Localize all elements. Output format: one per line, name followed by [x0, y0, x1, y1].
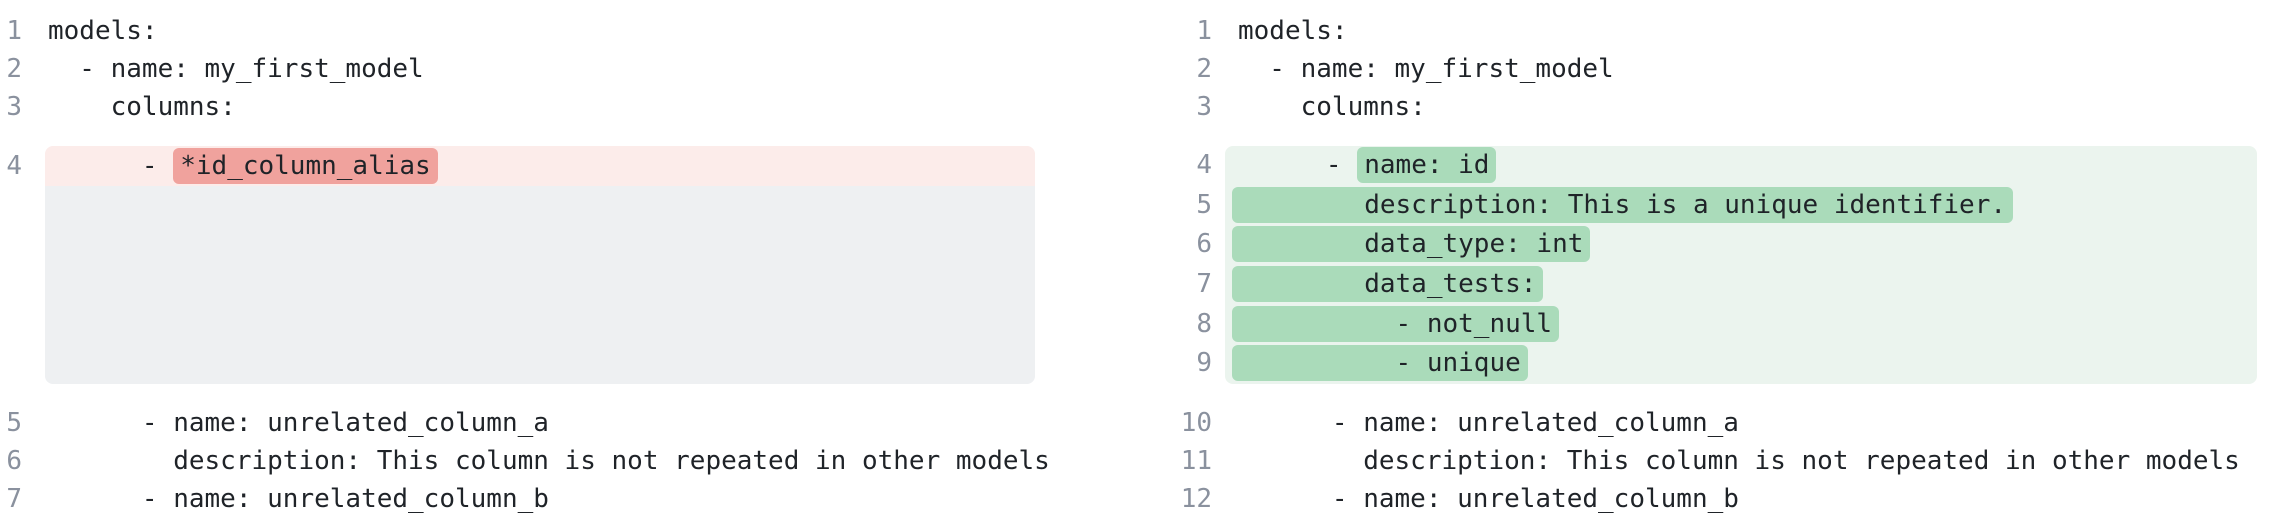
- added-line: 7 data_tests:: [1150, 264, 2278, 305]
- line-number: 11: [1180, 445, 1212, 476]
- code-line: 7 - name: unrelated_column_b: [0, 480, 1139, 518]
- code-line: 10 - name: unrelated_column_a: [1150, 404, 2278, 442]
- line-number: 4: [1196, 150, 1212, 180]
- code-line: 3 columns:: [1150, 88, 2278, 126]
- line-number: 7: [1196, 268, 1212, 299]
- collapsed-lines-spacer: [0, 186, 1139, 384]
- removed-line: 4 - *id_column_alias: [0, 146, 1139, 186]
- removed-token: *id_column_alias: [173, 148, 438, 184]
- code-prefix: -: [1232, 150, 1358, 180]
- line-number: 7: [6, 484, 22, 514]
- code-text: - name: unrelated_column_a: [1238, 407, 1739, 438]
- added-token: - not_null: [1232, 305, 1560, 342]
- code-text: columns:: [48, 92, 236, 122]
- code-text: models:: [1238, 16, 1348, 46]
- code-text: - name: unrelated_column_b: [1238, 483, 1739, 514]
- code-text: description: This column is not repeated…: [48, 446, 1050, 476]
- code-line: 5 - name: unrelated_column_a: [0, 404, 1139, 442]
- code-line: 1 models:: [0, 12, 1139, 50]
- code-text: - *id_column_alias: [45, 146, 1035, 186]
- code-line: 3 columns:: [0, 88, 1139, 126]
- code-text: - name: my_first_model: [1238, 54, 1614, 84]
- code-line: 11 description: This column is not repea…: [1150, 442, 2278, 480]
- line-number: 3: [6, 92, 22, 122]
- code-line: 1 models:: [1150, 12, 2278, 50]
- added-line: 9 - unique: [1150, 344, 2278, 384]
- line-number: 3: [1196, 92, 1212, 122]
- code-text: - name: unrelated_column_a: [48, 408, 549, 438]
- added-token: data_tests:: [1232, 265, 1544, 302]
- line-number: 4: [6, 151, 22, 181]
- code-text: - unique: [1225, 344, 2257, 384]
- line-number: 2: [1196, 54, 1212, 84]
- code-text: - name: id: [1225, 146, 2257, 186]
- added-line: 6 data_type: int: [1150, 225, 2278, 265]
- added-token: data_type: int: [1232, 226, 1591, 263]
- diff-after-panel: 1 models: 2 - name: my_first_model 3 col…: [1150, 12, 2278, 518]
- line-number: 10: [1180, 407, 1212, 438]
- line-number: 2: [6, 54, 22, 84]
- line-number: 5: [6, 408, 22, 438]
- code-text: models:: [48, 16, 158, 46]
- code-text: description: This is a unique identifier…: [1225, 185, 2257, 226]
- line-number: 12: [1180, 483, 1212, 514]
- added-line: 5 description: This is a unique identifi…: [1150, 185, 2278, 226]
- code-text: description: This column is not repeated…: [1238, 445, 2240, 476]
- code-line: 6 description: This column is not repeat…: [0, 442, 1139, 480]
- code-line: 2 - name: my_first_model: [0, 50, 1139, 88]
- line-number: 1: [6, 16, 22, 46]
- spacer-block: [45, 186, 1035, 384]
- code-text: columns:: [1238, 92, 1426, 122]
- code-text: - not_null: [1225, 304, 2257, 345]
- code-prefix: -: [48, 151, 174, 181]
- added-token: name: id: [1357, 147, 1497, 183]
- line-number: 6: [6, 446, 22, 476]
- code-line: 2 - name: my_first_model: [1150, 50, 2278, 88]
- code-text: data_tests:: [1225, 264, 2257, 305]
- added-line: 8 - not_null: [1150, 304, 2278, 345]
- code-text: - name: unrelated_column_b: [48, 484, 549, 514]
- added-token: - unique: [1232, 345, 1528, 382]
- diff-before-panel: 1 models: 2 - name: my_first_model 3 col…: [0, 12, 1139, 518]
- line-number: 8: [1196, 308, 1212, 339]
- code-text: - name: my_first_model: [48, 54, 424, 84]
- line-number: 9: [1196, 348, 1212, 379]
- line-number: 5: [1196, 189, 1212, 220]
- line-number: [0, 186, 45, 384]
- code-line: 12 - name: unrelated_column_b: [1150, 480, 2278, 518]
- added-line: 4 - name: id: [1150, 146, 2278, 186]
- line-number: 6: [1196, 229, 1212, 260]
- code-text: data_type: int: [1225, 225, 2257, 265]
- added-token: description: This is a unique identifier…: [1232, 186, 2014, 223]
- line-number: 1: [1196, 16, 1212, 46]
